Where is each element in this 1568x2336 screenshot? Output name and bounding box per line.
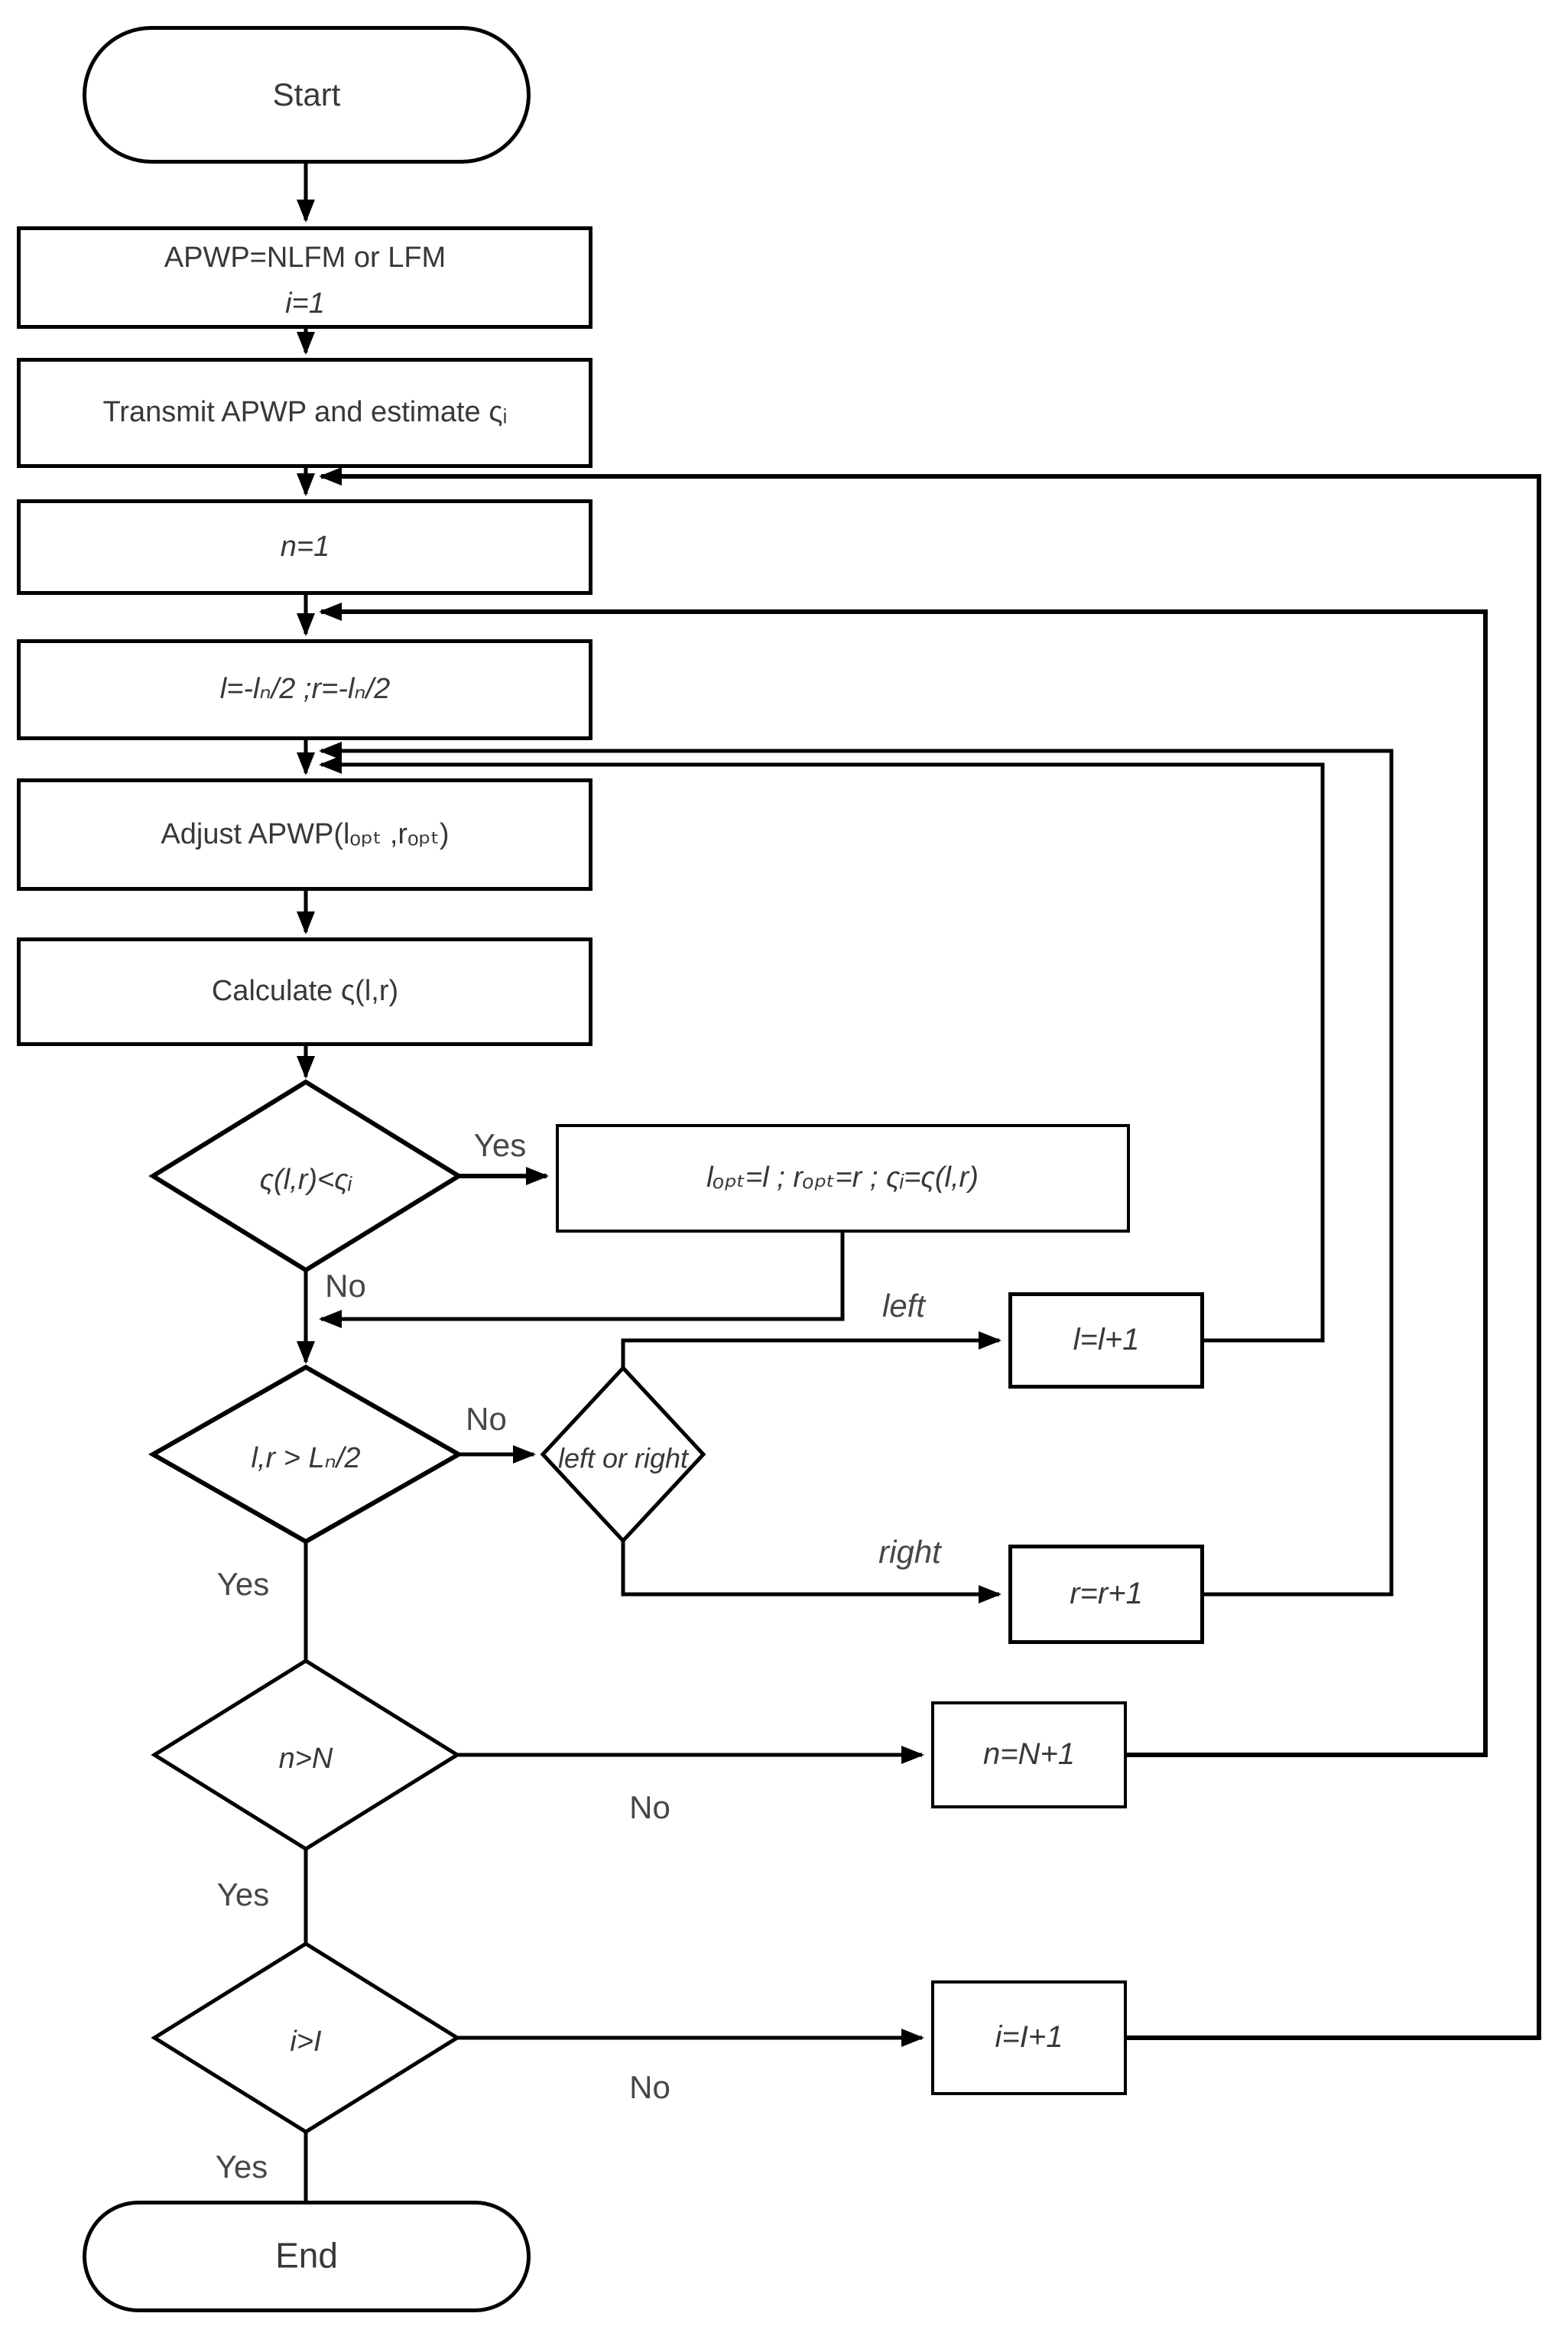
inc-n-label: n=N+1 — [982, 1737, 1076, 1771]
process-init — [17, 226, 592, 329]
adjust-label: Adjust APWP(lₒₚₜ ,rₒₚₜ) — [161, 818, 450, 851]
process-transmit — [17, 358, 592, 468]
inc-l-label: l=l+1 — [1073, 1323, 1140, 1356]
start-terminator — [83, 26, 531, 164]
edge-label-no-n: No — [629, 1789, 670, 1825]
end-label: End — [275, 2235, 338, 2276]
edge-label-no-i: No — [629, 2068, 670, 2105]
n-init-label: n=1 — [280, 531, 330, 564]
start-label: Start — [272, 76, 341, 112]
calculate-label: Calculate ς(l,r) — [211, 975, 399, 1008]
edge-label-yes-i: Yes — [215, 2148, 268, 2185]
cost-check-label: ς(l,r)<ςᵢ — [259, 1164, 352, 1197]
edge-label-left: left — [881, 1287, 926, 1324]
transmit-label: Transmit APWP and estimate ςᵢ — [102, 396, 508, 429]
i-check-label: i>I — [290, 2026, 322, 2058]
edge-label-yes-n: Yes — [216, 1876, 270, 1912]
init-label-line1: APWP=NLFM or LFM — [164, 242, 446, 275]
edge-label-right: right — [878, 1533, 941, 1570]
lr-init-label: l=-lₙ/2 ;r=-lₙ/2 — [219, 673, 391, 706]
end-terminator — [83, 2201, 531, 2312]
update-opt-label: lₒₚₜ=l ; rₒₚₜ=r ; ςᵢ=ς(l,r) — [706, 1162, 979, 1194]
range-check-label: l,r > Lₙ/2 — [251, 1442, 361, 1475]
edge-label-yes-range: Yes — [216, 1565, 270, 1602]
side-check-label: left or right — [557, 1442, 689, 1474]
inc-r-label: r=r+1 — [1070, 1577, 1143, 1610]
edge-label-yes-cost: Yes — [473, 1126, 527, 1163]
n-check-label: n>N — [278, 1743, 333, 1776]
inc-i-label: i=I+1 — [995, 2020, 1063, 2054]
init-label-line2: i=1 — [285, 288, 325, 320]
edge-label-no-range: No — [466, 1400, 507, 1437]
edge-label-no-cost: No — [325, 1267, 366, 1304]
